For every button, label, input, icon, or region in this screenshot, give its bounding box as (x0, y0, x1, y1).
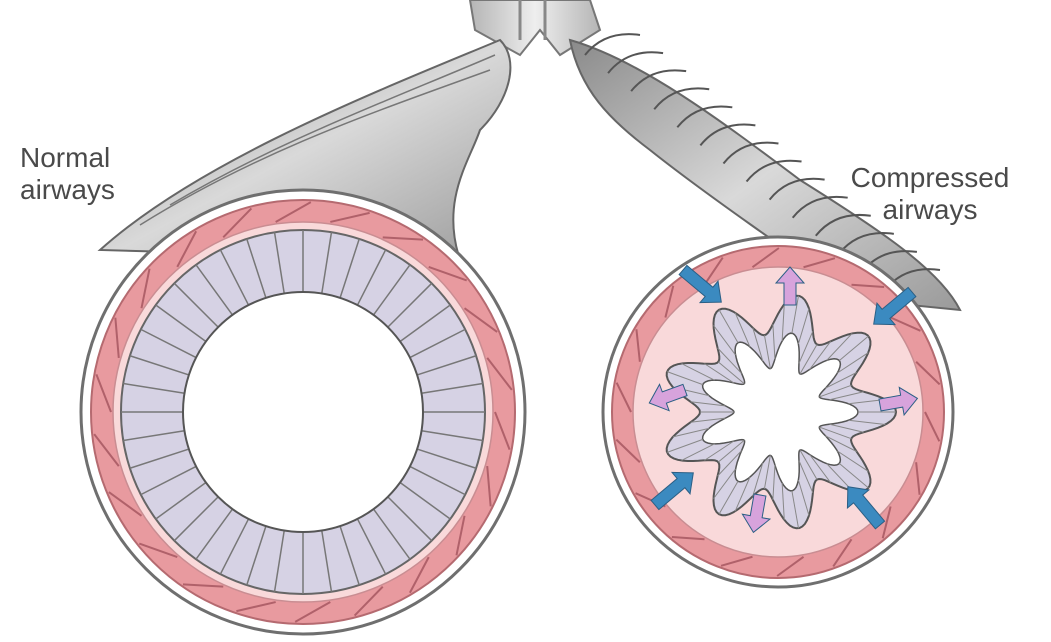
compressed-airway-cross-section (603, 237, 953, 587)
normal-airways-label: Normal airways (20, 142, 115, 206)
normal-airway-cross-section (81, 190, 525, 634)
normal-label-line2: airways (20, 174, 115, 206)
normal-label-line1: Normal (20, 142, 115, 174)
compressed-label-line1: Compressed (830, 162, 1030, 194)
compressed-label-line2: airways (830, 194, 1030, 226)
compressed-airways-label: Compressed airways (830, 162, 1030, 226)
